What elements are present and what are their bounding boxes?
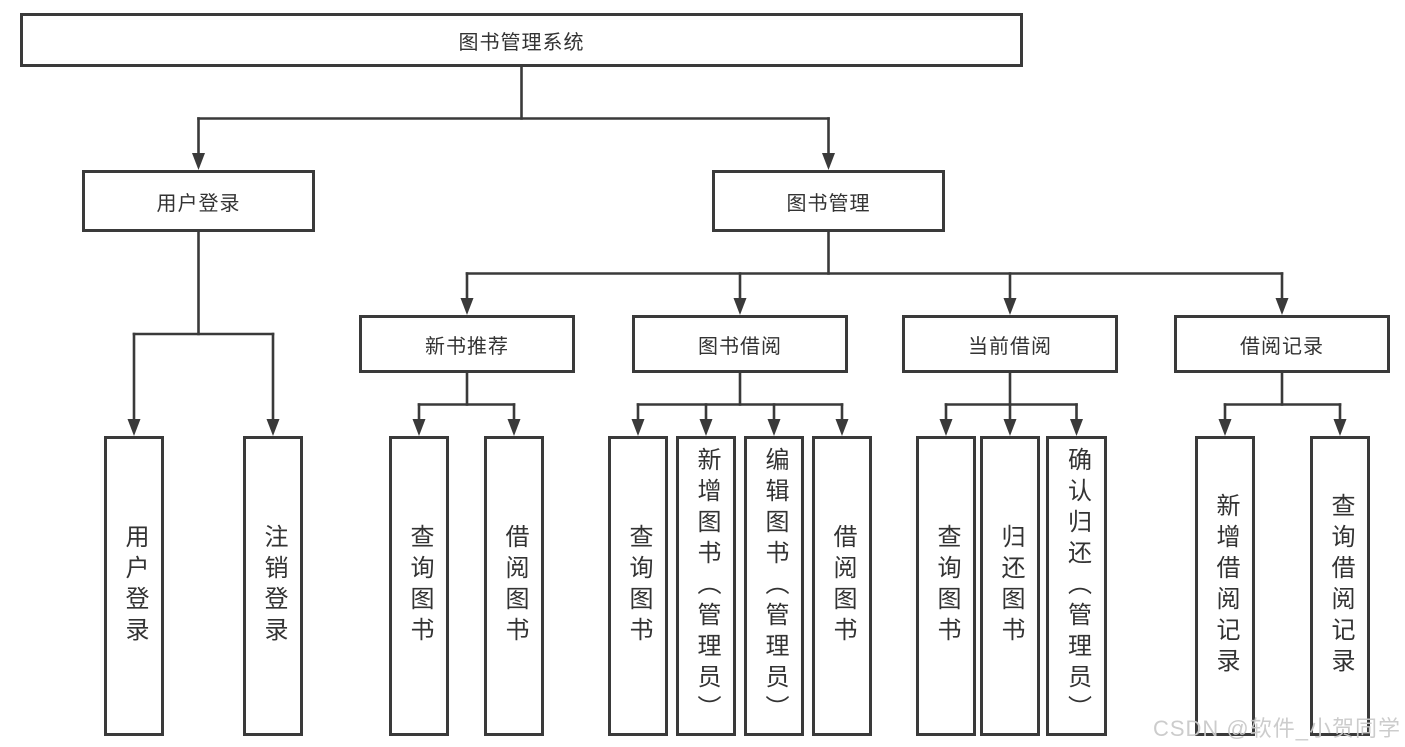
node-label: 借阅图书 xyxy=(501,524,528,648)
node-book-management: 图书管理 xyxy=(712,170,945,232)
node-label: 查询图书 xyxy=(406,524,433,648)
node-book-borrowing: 图书借阅 xyxy=(632,315,848,373)
node-label: 查询图书 xyxy=(933,524,960,648)
node-label: 借阅图书 xyxy=(829,524,856,648)
node-label: 借阅记录 xyxy=(1240,335,1324,358)
leaf-return-books: 归还图书 xyxy=(980,436,1040,736)
leaf-logout: 注销登录 xyxy=(243,436,303,736)
node-new-book-recommend: 新书推荐 xyxy=(359,315,575,373)
node-label: 新增借阅记录 xyxy=(1212,493,1239,679)
leaf-borrow-books-borrowing: 借阅图书 xyxy=(812,436,872,736)
leaf-confirm-return-admin: 确认归还（管理员） xyxy=(1046,436,1107,736)
node-label: 用户登录 xyxy=(156,192,241,215)
node-user-login: 用户登录 xyxy=(82,170,315,232)
leaf-edit-books-admin: 编辑图书（管理员） xyxy=(744,436,804,736)
node-label: 归还图书 xyxy=(997,524,1024,648)
node-current-borrowing: 当前借阅 xyxy=(902,315,1118,373)
leaf-query-books-recommend: 查询图书 xyxy=(389,436,449,736)
node-label: 注销登录 xyxy=(260,524,287,648)
node-borrowing-records: 借阅记录 xyxy=(1174,315,1390,373)
leaf-query-books-borrowing: 查询图书 xyxy=(608,436,668,736)
node-label: 编辑图书（管理员） xyxy=(761,446,788,726)
leaf-add-books-admin: 新增图书（管理员） xyxy=(676,436,736,736)
leaf-user-login: 用户登录 xyxy=(104,436,164,736)
node-label: 图书管理系统 xyxy=(458,31,585,54)
node-root-library-system: 图书管理系统 xyxy=(20,13,1023,67)
leaf-query-borrow-record: 查询借阅记录 xyxy=(1310,436,1370,736)
node-label: 查询借阅记录 xyxy=(1327,493,1354,679)
node-label: 图书借阅 xyxy=(698,335,782,358)
node-label: 查询图书 xyxy=(625,524,652,648)
node-label: 图书管理 xyxy=(786,192,871,215)
leaf-query-books-current: 查询图书 xyxy=(916,436,976,736)
node-label: 新增图书（管理员） xyxy=(693,446,720,726)
node-label: 确认归还（管理员） xyxy=(1063,446,1091,726)
node-label: 当前借阅 xyxy=(968,335,1052,358)
node-label: 新书推荐 xyxy=(425,335,509,358)
leaf-borrow-books-recommend: 借阅图书 xyxy=(484,436,544,736)
leaf-add-borrow-record: 新增借阅记录 xyxy=(1195,436,1255,736)
csdn-watermark: CSDN @软件_小贺同学 xyxy=(1152,716,1401,741)
node-label: 用户登录 xyxy=(121,524,148,648)
